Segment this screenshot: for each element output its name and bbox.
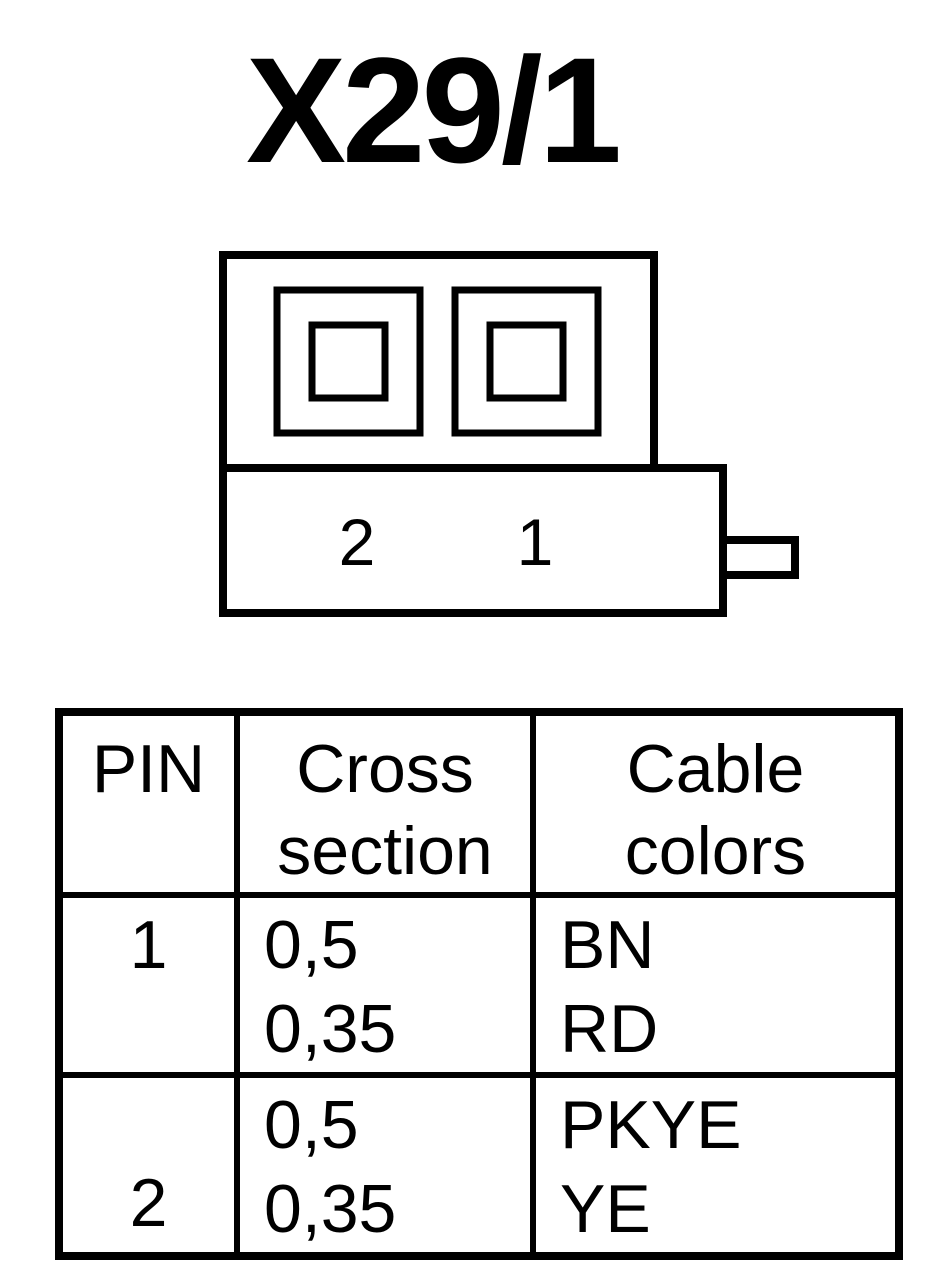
pin-assignment-table: PIN Cross section Cable colors 1 0,5 0,3…: [55, 708, 903, 1260]
row-2-cable-colors: PKYE YE: [530, 1072, 902, 1259]
pin-2-cavity: [273, 286, 424, 437]
connector-latch: [723, 536, 799, 579]
header-cross-section-line-2: section: [277, 813, 493, 889]
table-row: 2 0,5 0,35 PKYE YE: [56, 1072, 902, 1259]
connector-title: X29/1: [246, 26, 622, 194]
row-2-cable-color-1: PKYE: [560, 1087, 742, 1163]
connector-diagram: 2 1: [219, 251, 799, 617]
pin-1-contact: [486, 321, 567, 402]
row-1-cross-section: 0,5 0,35: [234, 892, 536, 1078]
header-cross-section-line-1: Cross: [296, 731, 474, 807]
header-cable-colors-line-1: Cable: [626, 731, 805, 807]
pin-label-2: 2: [339, 505, 376, 579]
header-cross-section: Cross section: [234, 709, 536, 898]
header-cable-colors: Cable colors: [530, 709, 902, 898]
row-2-cross-section: 0,5 0,35: [234, 1072, 536, 1259]
pin-1-cavity: [451, 286, 602, 437]
row-1-cross-section-2: 0,35: [264, 991, 397, 1067]
row-1-cable-colors: BN RD: [530, 892, 902, 1078]
row-2-pin-value: 2: [129, 1165, 168, 1241]
row-1-pin: 1: [56, 892, 240, 1078]
row-1-cross-section-1: 0,5: [264, 907, 359, 983]
table-row: 1 0,5 0,35 BN RD: [56, 892, 902, 1078]
header-pin-label: PIN: [91, 731, 206, 807]
row-1-pin-value: 1: [129, 907, 168, 983]
row-2-cable-color-2: YE: [560, 1171, 651, 1247]
row-1-cable-color-1: BN: [560, 907, 655, 983]
connector-housing: [219, 251, 658, 468]
header-pin: PIN: [56, 709, 240, 898]
connector-base: [219, 464, 727, 617]
row-2-cross-section-2: 0,35: [264, 1171, 397, 1247]
row-2-cross-section-1: 0,5: [264, 1087, 359, 1163]
pin-label-1: 1: [517, 505, 554, 579]
row-1-cable-color-2: RD: [560, 991, 659, 1067]
pin-2-contact: [308, 321, 389, 402]
table-header-row: PIN Cross section Cable colors: [56, 709, 902, 898]
header-cable-colors-line-2: colors: [624, 813, 807, 889]
row-2-pin: 2: [56, 1072, 240, 1259]
